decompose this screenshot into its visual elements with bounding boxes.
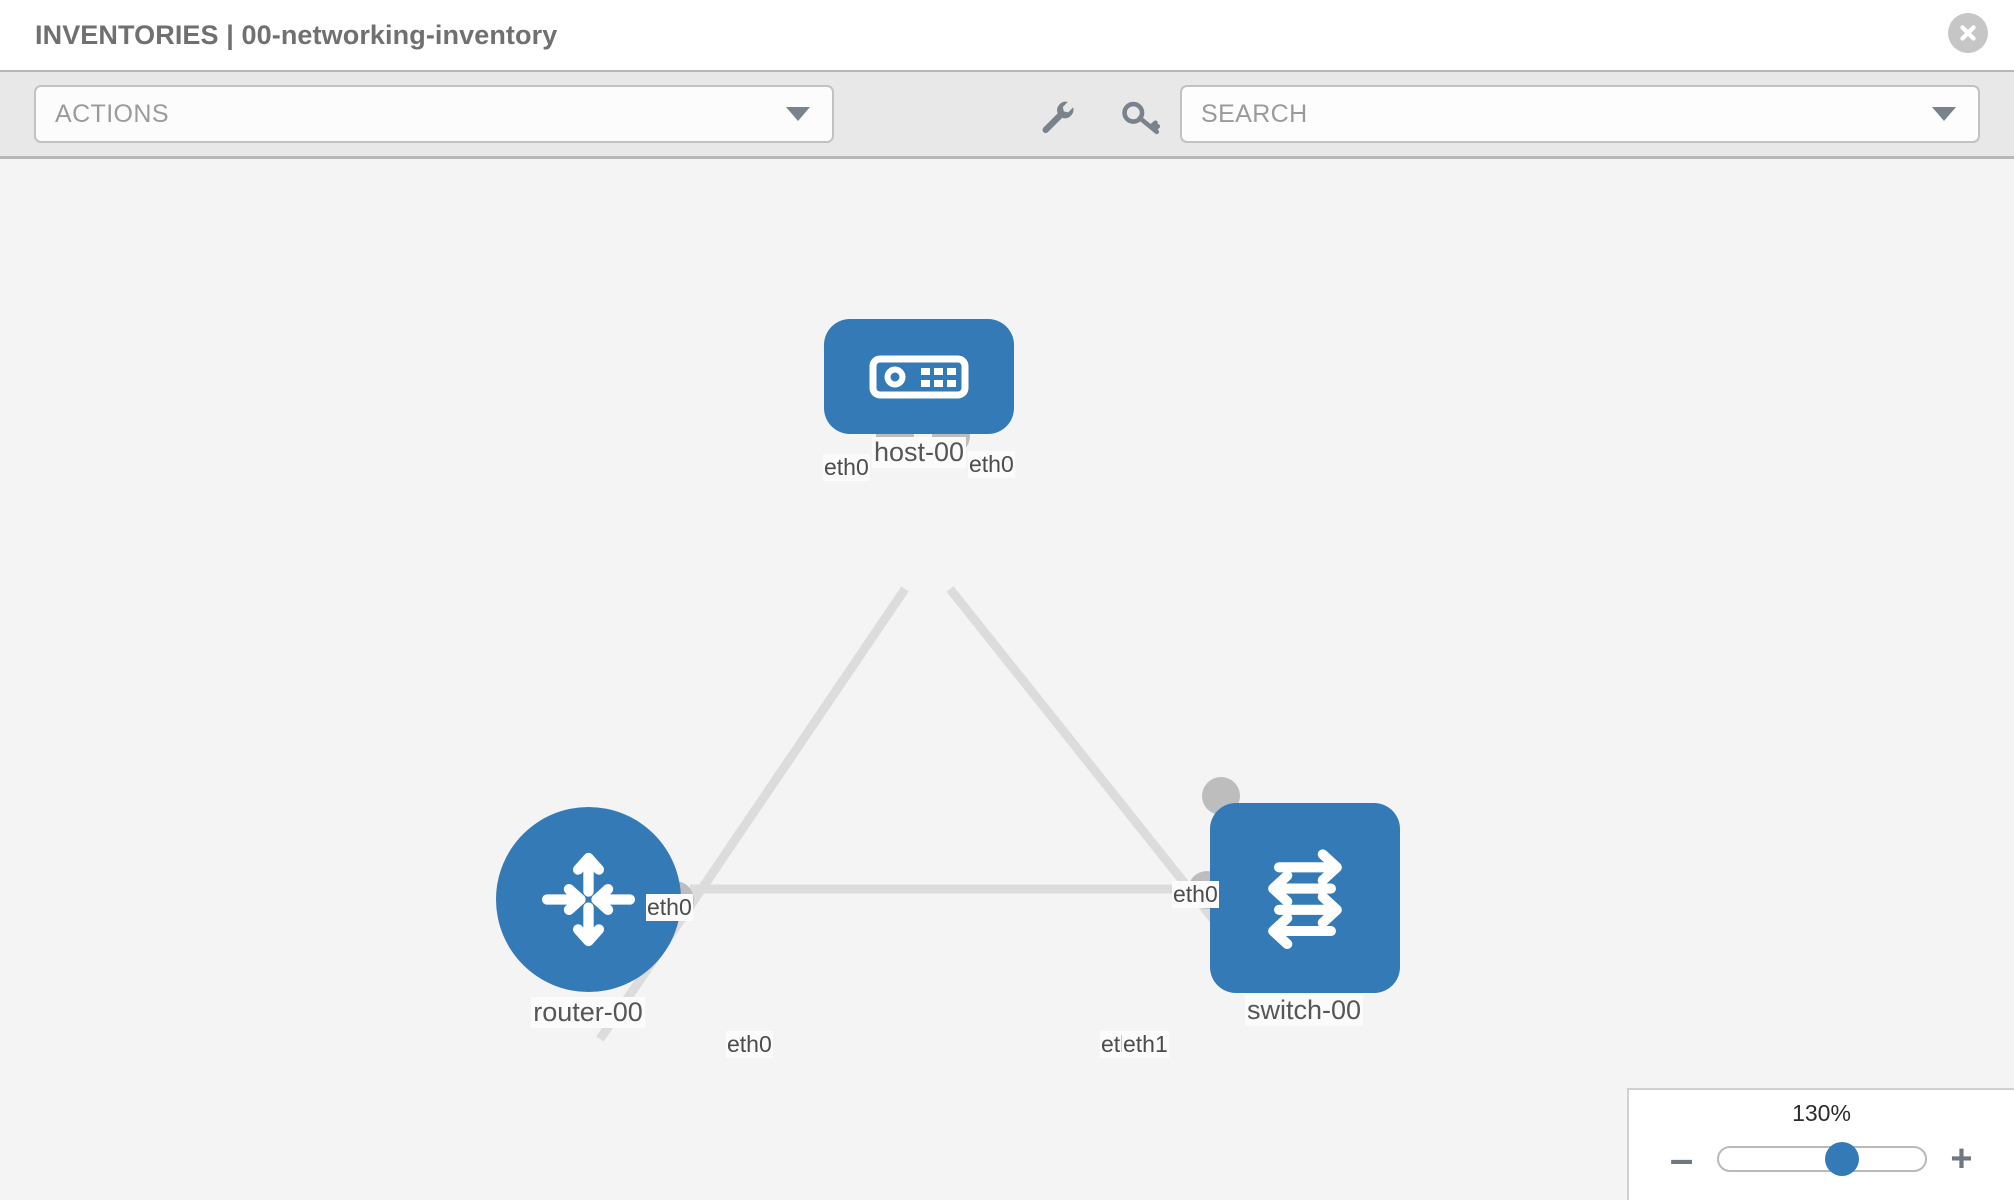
toolbar-icon-group xyxy=(1035,72,1163,161)
actions-dropdown[interactable]: ACTIONS xyxy=(34,85,834,143)
page-title: INVENTORIES | 00-networking-inventory xyxy=(35,19,558,50)
search-input[interactable]: SEARCH xyxy=(1180,85,1980,143)
close-icon[interactable] xyxy=(1948,13,1988,53)
node-label-router-00: router-00 xyxy=(531,997,645,1028)
zoom-slider[interactable] xyxy=(1716,1142,1927,1176)
wrench-icon[interactable] xyxy=(1035,95,1079,139)
zoom-level-value: 130% xyxy=(1792,1100,1851,1126)
router-icon-shape[interactable] xyxy=(496,807,681,992)
topology-canvas[interactable]: host-00 eth0 eth0 xyxy=(0,159,2014,1200)
switch-arrows-icon xyxy=(1268,849,1342,950)
key-icon[interactable] xyxy=(1119,95,1163,139)
search-chevron-down-icon[interactable] xyxy=(1932,107,1956,121)
iflabel-router-top: eth0 xyxy=(646,894,693,921)
zoom-slider-row: – + xyxy=(1629,1138,2014,1180)
node-host-00[interactable]: host-00 xyxy=(824,319,1014,468)
iflabel-host-left: eth0 xyxy=(823,454,870,481)
toolbar: ACTIONS SEARCH xyxy=(0,70,2014,159)
iflabel-router-right: eth0 xyxy=(726,1031,773,1058)
router-arrows-icon xyxy=(541,852,636,947)
search-placeholder-text: SEARCH xyxy=(1201,99,1308,128)
host-icon-shape[interactable] xyxy=(824,319,1014,434)
chevron-down-icon xyxy=(786,107,810,121)
node-switch-00[interactable]: switch-00 xyxy=(1188,777,1400,1026)
plus-icon[interactable]: + xyxy=(1950,1138,1973,1180)
zoom-control-panel: 130% – + xyxy=(1627,1088,2014,1200)
actions-dropdown-label: ACTIONS xyxy=(55,99,169,128)
server-icon xyxy=(869,355,969,398)
iflabel-host-right: eth0 xyxy=(968,451,1015,478)
iflabel-switch-left: eth1 xyxy=(1122,1031,1169,1058)
node-label-switch-00: switch-00 xyxy=(1244,995,1364,1026)
page-header: INVENTORIES | 00-networking-inventory xyxy=(0,0,2014,70)
switch-icon-shape[interactable] xyxy=(1210,803,1400,993)
iflabel-switch-top: eth0 xyxy=(1172,881,1219,908)
minus-icon[interactable]: – xyxy=(1669,1135,1694,1182)
zoom-slider-thumb[interactable] xyxy=(1825,1142,1860,1176)
topology-links xyxy=(596,586,1249,1042)
node-label-host-00: host-00 xyxy=(871,437,967,468)
